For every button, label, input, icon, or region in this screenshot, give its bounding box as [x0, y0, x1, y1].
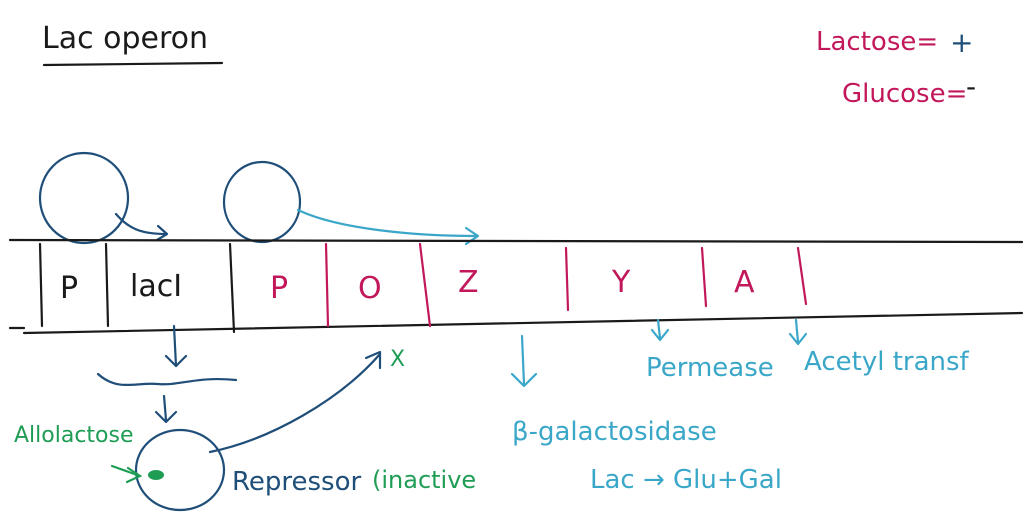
divider-7	[700, 246, 708, 308]
laci-down-arrow-head	[164, 354, 188, 368]
dna-top-strand	[8, 238, 1024, 244]
segment-operator: O	[358, 271, 382, 306]
dna-bottom-strand	[22, 311, 1024, 335]
laci-down-arrow	[172, 324, 178, 368]
allolactose-arrow	[110, 464, 142, 478]
allolactose-label: Allolactose	[14, 423, 134, 448]
segment-y: Y	[611, 265, 631, 300]
repressor-to-operator-arrow-head	[364, 350, 382, 370]
a-product-arrow	[794, 318, 800, 344]
repressor-blob	[134, 428, 226, 512]
repressor-label: Repressor	[232, 467, 362, 497]
y-product-arrow-head	[650, 328, 670, 342]
segment-laci: lacI	[130, 269, 182, 304]
reaction-label: Lac → Glu+Gal	[590, 465, 782, 495]
mrna-squiggle	[96, 372, 238, 387]
lactose-value: +	[950, 26, 973, 59]
transcription-arrow	[296, 208, 478, 238]
divider-2	[104, 242, 110, 328]
rna-polymerase-blob-2	[222, 160, 302, 244]
acetyl-label: Acetyl transf	[804, 347, 970, 377]
divider-4	[324, 242, 330, 328]
title-underline	[42, 61, 224, 67]
inactive-label: (inactive	[372, 466, 476, 494]
allolactose-dot	[148, 470, 164, 480]
rna-polymerase-blob-1	[38, 151, 130, 245]
glucose-value: -	[966, 70, 976, 103]
y-product-arrow	[656, 318, 662, 340]
beta-gal-label: β-galactosidase	[512, 417, 717, 447]
segment-z: Z	[458, 265, 479, 300]
polymerase-arrow-1-head	[155, 224, 169, 242]
a-product-arrow-head	[788, 332, 808, 346]
z-product-arrow	[520, 334, 526, 386]
mrna-down-arrow-head	[154, 410, 178, 424]
blocked-mark: X	[390, 347, 405, 372]
glucose-label: Glucose=	[842, 79, 967, 109]
z-product-arrow-head	[510, 372, 538, 388]
repressor-to-operator-arrow	[208, 352, 382, 454]
segment-promoter-i: P	[60, 271, 78, 306]
lactose-label: Lactose=	[816, 27, 938, 57]
permease-label: Permease	[646, 353, 774, 383]
allolactose-arrow-head	[125, 466, 143, 484]
divider-6	[564, 246, 570, 312]
segment-promoter: P	[270, 271, 288, 306]
divider-3	[228, 242, 236, 334]
divider-5	[418, 242, 432, 328]
polymerase-arrow-1	[114, 212, 168, 236]
diagram-title: Lac operon	[42, 21, 208, 56]
segment-a: A	[734, 265, 755, 300]
divider-8	[796, 246, 808, 306]
divider-1	[38, 242, 44, 328]
mrna-down-arrow	[162, 394, 168, 422]
